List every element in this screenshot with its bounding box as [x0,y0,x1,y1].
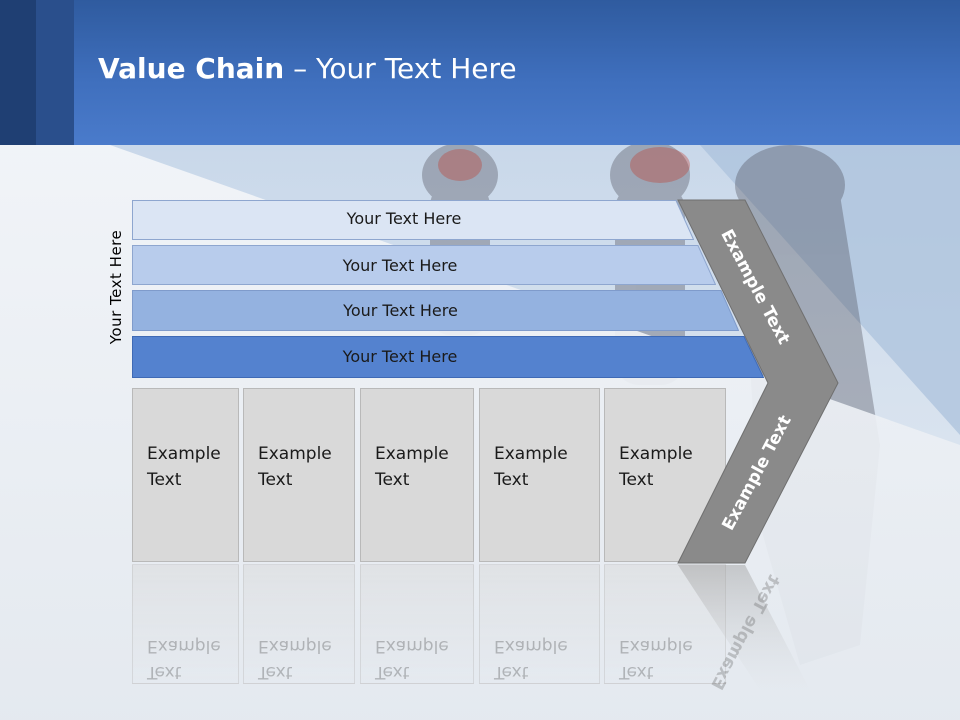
header-accent-mid [36,0,74,145]
value-chain-stripe: Your Text Here [132,200,694,240]
column-label-line2: Text [258,470,293,490]
header-accent-dark [0,0,36,145]
title-bar: Value Chain – Your Text Here [0,0,960,145]
value-chain-stripe: Your Text Here [132,336,764,378]
column-label-line2: Text [619,470,654,490]
title-bold: Value Chain [98,52,285,85]
chevron-shape [677,199,839,564]
stripe-label: Your Text Here [342,256,458,275]
column-label-line2: Text [375,470,410,490]
column-label-line1: Example [494,444,568,464]
stripe-shape [132,336,764,378]
column-label-line1: Example [375,444,449,464]
stripe-label: Your Text Here [346,209,462,228]
chevron-reflection [678,565,810,690]
stripe-shape [132,245,716,285]
value-chain-stripe: Your Text Here [132,245,716,285]
column-label-line1: Example [619,444,693,464]
column-label-line2: Text [147,470,182,490]
column-label-line1: Example [147,444,221,464]
stripe-label: Your Text Here [343,301,458,320]
value-chain-stripe: Your Text Here [132,290,739,331]
column-label-line2: Text [494,470,529,490]
slide-title: Value Chain – Your Text Here [98,52,517,85]
stripe-label: Your Text Here [342,347,458,366]
stripe-shape [132,200,694,240]
title-rest: – Your Text Here [284,52,517,85]
stripe-shape [132,290,739,331]
column-label-line1: Example [258,444,332,464]
